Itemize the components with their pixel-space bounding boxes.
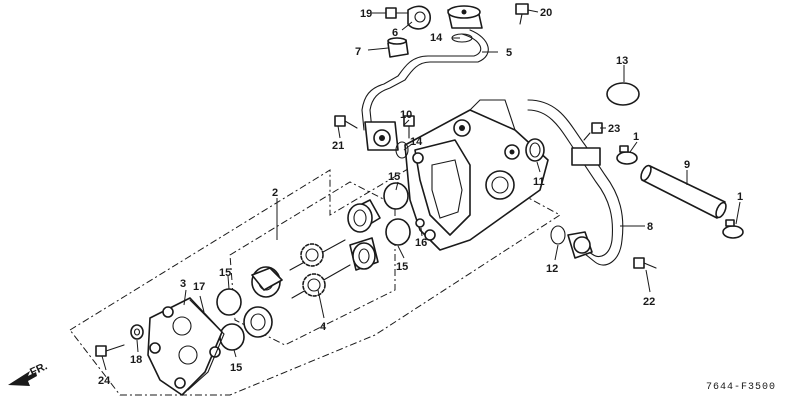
pump-body: [404, 99, 549, 251]
callout-6: 6: [392, 27, 398, 39]
gear-lower: [291, 264, 351, 299]
callout-15-lower-a: 15: [219, 267, 231, 279]
callout-12: 12: [546, 263, 558, 275]
drawing-code: 7644-F3500: [706, 382, 776, 393]
callout-4: 4: [320, 321, 327, 333]
clamp-6: [407, 5, 431, 30]
callout-17: 17: [193, 281, 205, 293]
washer-18: [130, 324, 144, 340]
callout-14-body: 14: [410, 136, 423, 148]
pump-assembly-boundary: [69, 149, 561, 396]
callout-9: 9: [684, 159, 690, 171]
bolt-22: [633, 257, 657, 269]
water-hose: [640, 164, 727, 219]
callout-11: 11: [533, 176, 545, 188]
callout-5: 5: [506, 47, 512, 59]
callout-8: 8: [647, 221, 653, 233]
callout-13: 13: [616, 55, 628, 67]
o-ring-11: [525, 138, 545, 162]
bushing-left: [251, 266, 283, 298]
o-ring-15-d: [219, 323, 245, 351]
callout-15-lower-b: 15: [230, 362, 242, 374]
oil-pipe: [361, 29, 489, 151]
bushing-mid: [349, 237, 379, 271]
callout-22: 22: [643, 296, 655, 308]
callout-19: 19: [360, 8, 372, 20]
bolt-10: [403, 115, 415, 139]
collar-7: [387, 37, 409, 58]
hose-band-1a: [616, 145, 638, 165]
bolt-23: [583, 122, 603, 141]
callout-7: 7: [355, 46, 361, 58]
gasket-17: [187, 299, 225, 391]
dowel-pin-16: [415, 218, 425, 228]
callout-1-lower: 1: [737, 191, 743, 203]
o-ring-14-body: [395, 141, 409, 159]
bolt-20: [515, 3, 529, 25]
callout-3: 3: [180, 278, 186, 290]
callout-14-top: 14: [430, 32, 443, 44]
bushing-upper: [347, 199, 381, 233]
callout-23: 23: [608, 123, 620, 135]
water-pipe: [527, 99, 624, 266]
o-ring-13: [606, 82, 640, 106]
o-ring-12: [550, 225, 566, 245]
callout-10: 10: [400, 109, 412, 121]
callout-1-upper: 1: [633, 131, 639, 143]
callout-18: 18: [130, 354, 142, 366]
callout-21: 21: [332, 140, 344, 152]
callout-16: 16: [415, 237, 427, 249]
front-direction-arrow: FR.: [8, 360, 49, 386]
hose-band-1b: [722, 219, 744, 239]
bolt-21: [334, 115, 358, 129]
bushing-lower: [243, 306, 273, 338]
pump-cover: [147, 297, 223, 396]
o-ring-15-c: [216, 288, 242, 316]
callout-15-upper-a: 15: [388, 171, 400, 183]
callout-2: 2: [272, 187, 278, 199]
callout-20: 20: [540, 7, 552, 19]
callout-24: 24: [98, 375, 111, 387]
union-fitting: [447, 5, 483, 29]
o-ring-15-a: [383, 182, 409, 210]
callout-15-upper-b: 15: [396, 261, 408, 273]
bolt-19: [385, 7, 409, 19]
gear-subassembly-boundary: [229, 181, 396, 346]
o-ring-15-b: [385, 218, 411, 246]
bolt-24: [95, 344, 125, 357]
gear-upper: [289, 239, 346, 271]
front-direction-label: FR.: [28, 360, 49, 378]
callout-labels: 19 6 7 14 5 20 13 23 1 9 1 8 11 12 22 21…: [98, 7, 743, 387]
leader-lines: [101, 9, 741, 371]
